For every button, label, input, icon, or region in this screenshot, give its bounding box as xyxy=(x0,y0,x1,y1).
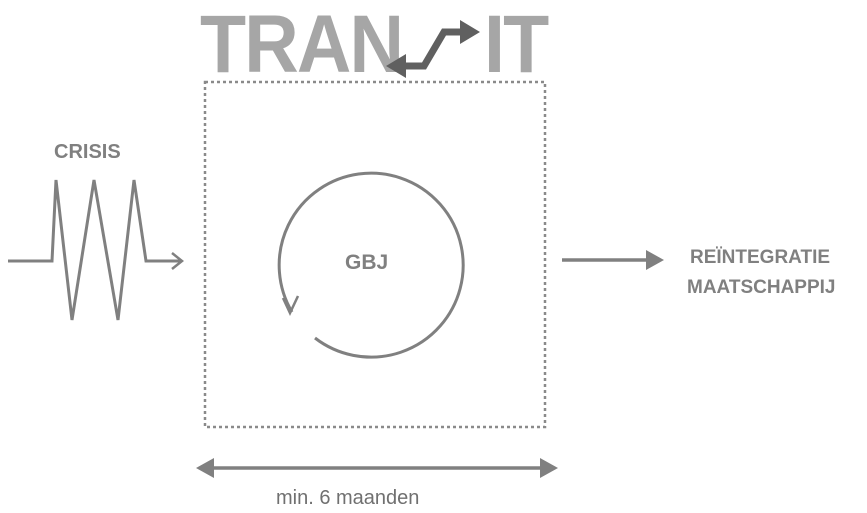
cycle-arrow-head xyxy=(281,295,300,316)
logo-text-right: IT xyxy=(484,0,549,90)
output-label-line1: REÏNTEGRATIE xyxy=(690,247,831,268)
cycle-arrow-icon xyxy=(277,171,465,359)
output-arrow-head xyxy=(646,250,664,270)
crisis-zigzag-signal xyxy=(8,179,180,321)
dashed-process-box xyxy=(203,80,547,429)
logo-text-left: TRAN xyxy=(200,0,404,90)
duration-arrow-left-head xyxy=(196,458,214,478)
center-label: GBJ xyxy=(345,251,389,274)
bidirectional-arrow-icon xyxy=(386,20,480,78)
output-label-line2: MAATSCHAPPIJ xyxy=(687,277,836,298)
duration-arrow-right-head xyxy=(540,458,558,478)
crisis-arrow-head xyxy=(171,252,185,270)
duration-label: min. 6 maanden xyxy=(276,487,420,509)
crisis-label: CRISIS xyxy=(54,141,121,163)
